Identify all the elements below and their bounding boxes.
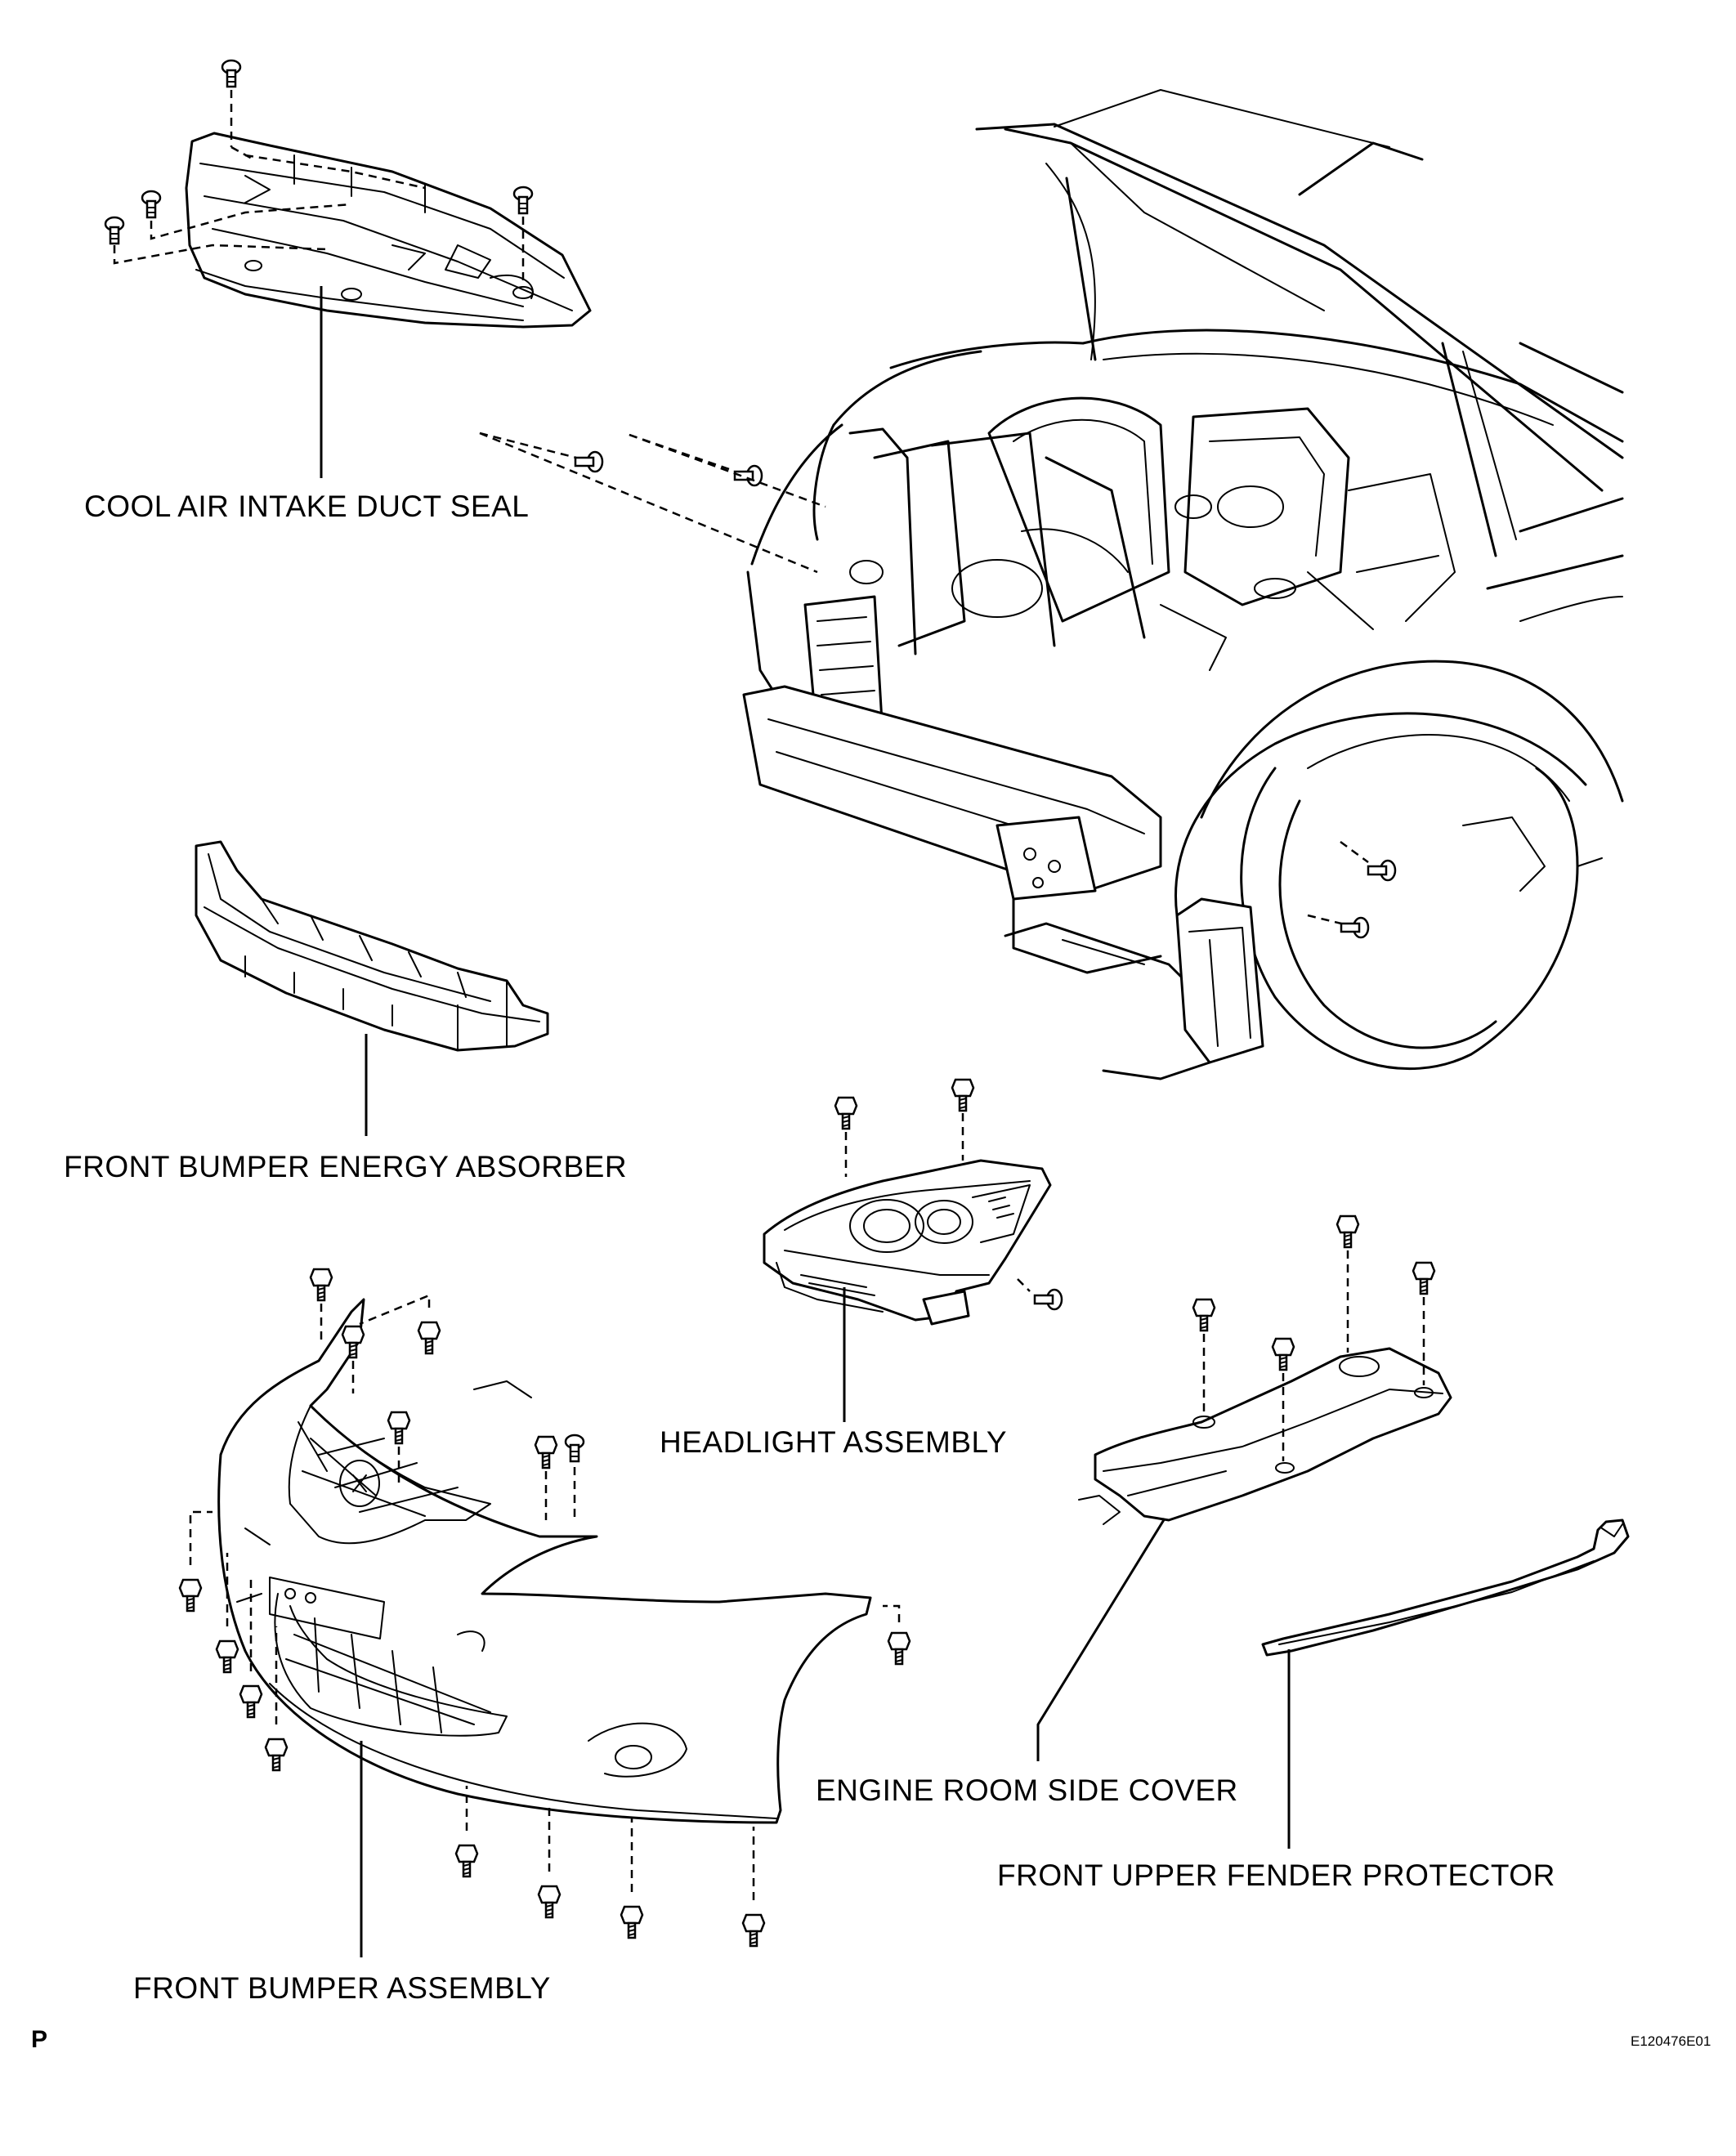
front-bumper-energy-absorber-part bbox=[195, 840, 549, 1052]
headlight-fasteners bbox=[834, 1078, 1063, 1311]
side-cover-fasteners bbox=[1192, 1214, 1436, 1461]
front-bumper-assembly-part bbox=[217, 1298, 872, 1824]
label-front-bumper-assembly: FRONT BUMPER ASSEMBLY bbox=[133, 1971, 551, 2005]
illustration-code: E120476E01 bbox=[1631, 2033, 1711, 2049]
label-headlight-assembly: HEADLIGHT ASSEMBLY bbox=[660, 1425, 1007, 1459]
headlight-assembly-part bbox=[763, 1159, 1052, 1326]
engine-room-side-cover-part bbox=[1078, 1347, 1452, 1525]
label-cool-air-intake-duct-seal: COOL AIR INTAKE DUCT SEAL bbox=[84, 490, 529, 523]
label-engine-room-side-cover: ENGINE ROOM SIDE COVER bbox=[816, 1774, 1238, 1807]
duct-seal-fasteners bbox=[104, 59, 534, 282]
body-fasteners bbox=[479, 432, 1397, 939]
label-front-upper-fender-protector: FRONT UPPER FENDER PROTECTOR bbox=[997, 1859, 1555, 1892]
side-cover-leader bbox=[1036, 1518, 1166, 1761]
front-upper-fender-protector-part bbox=[1261, 1519, 1630, 1657]
corner-mark: P bbox=[31, 2026, 47, 2053]
cool-air-intake-duct-seal-part bbox=[185, 132, 592, 329]
bumper-fasteners bbox=[178, 1268, 911, 1948]
label-front-bumper-energy-absorber: FRONT BUMPER ENERGY ABSORBER bbox=[64, 1150, 627, 1183]
vehicle-front-body bbox=[742, 89, 1624, 1080]
